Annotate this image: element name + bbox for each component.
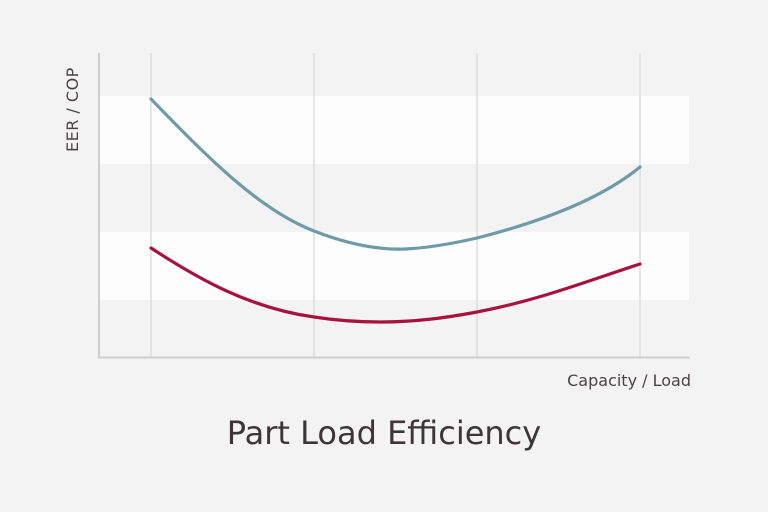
lower-curve-line [149, 246, 642, 324]
band-upper [100, 96, 689, 164]
band-lower [100, 232, 689, 300]
x-axis-label: Capacity / Load [567, 371, 691, 390]
chart-title: Part Load Efficiency [226, 414, 542, 452]
y-axis-label: EER / COP [63, 67, 82, 152]
upper-curve-line [149, 97, 642, 251]
